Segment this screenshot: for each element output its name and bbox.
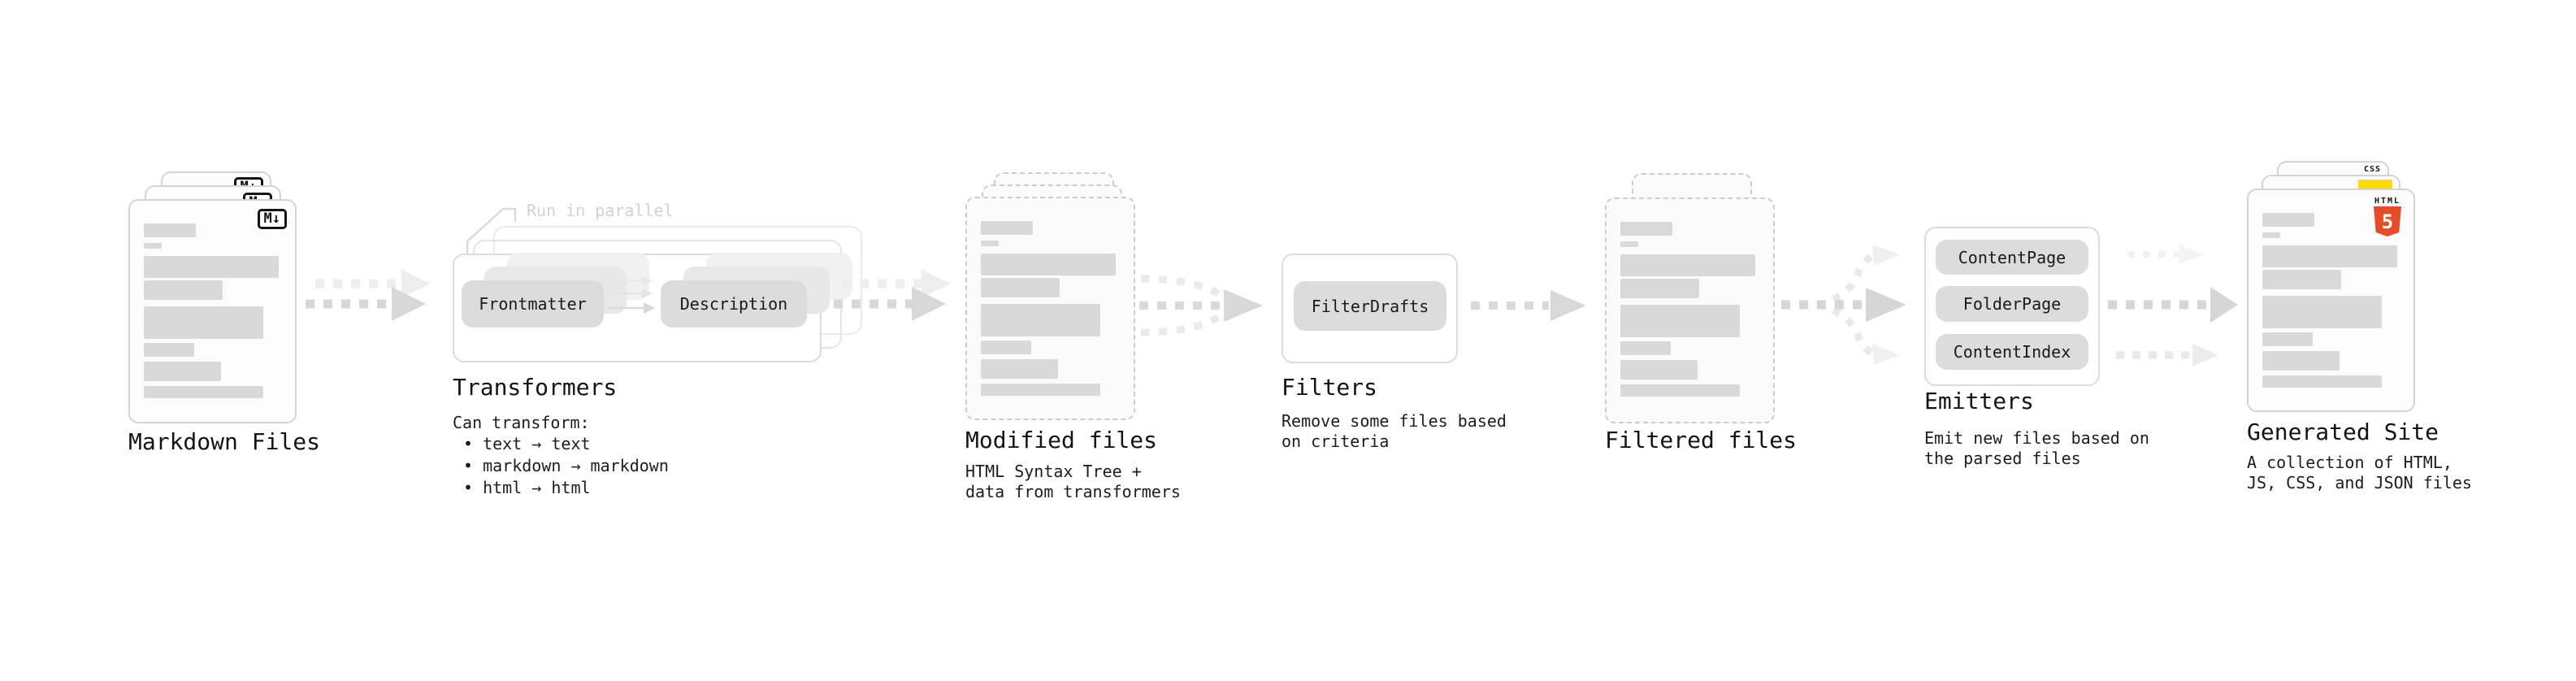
placeholder-line [981,304,1100,336]
placeholder-line [1620,279,1699,298]
placeholder-line [144,280,223,300]
caption-line: Emit new files based on [1924,428,2149,448]
placeholder-line [144,243,162,249]
run-in-parallel-note: Run in parallel [527,201,674,220]
placeholder-line [2262,332,2313,346]
caption-line: JS, CSS, and JSON files [2247,473,2472,492]
flow-arrow-converge-to-filters [1139,275,1263,336]
html5-icon-shield: 5 [2374,206,2401,236]
flow-arrow-markdown-to-transformers [306,270,431,321]
stage-title-modified-files: Modified files [965,427,1158,453]
filters-caption: Remove some files based on criteria [1281,411,1507,452]
placeholder-line [1620,341,1671,355]
modified-files-stack [965,172,1169,424]
emitters-box: ContentPage FolderPage ContentIndex [1924,227,2100,386]
markdown-files-stack: M↓ M↓ M↓ [128,171,332,423]
transformers-caption-intro: Can transform: [453,413,590,432]
generated-site-caption: A collection of HTML, JS, CSS, and JSON … [2247,453,2472,493]
emitters-caption: Emit new files based on the parsed files [1924,428,2149,469]
placeholder-line [2262,375,2382,388]
folderpage-pill: FolderPage [1936,286,2088,322]
placeholder-line [2262,213,2314,227]
bullet-line: • html → html [463,478,591,497]
modified-files-caption: HTML Syntax Tree + data from transformer… [965,462,1181,502]
site-file-card-html: HTML 5 [2247,189,2415,412]
placeholder-line [144,223,196,237]
placeholder-line [2262,351,2340,371]
placeholder-line [1620,222,1672,236]
stage-title-emitters: Emitters [1924,388,2034,414]
caption-line: the parsed files [1924,449,2081,468]
markdown-icon: M↓ [257,209,287,229]
stage-title-transformers: Transformers [453,374,618,401]
modified-file-card-front [965,197,1135,420]
stage-title-filters: Filters [1281,374,1378,401]
markdown-file-card-front: M↓ [128,199,297,423]
placeholder-line [981,340,1031,354]
caption-line: A collection of HTML, [2247,453,2452,472]
placeholder-line [1620,360,1698,380]
bullet-line: • markdown → markdown [463,456,669,475]
placeholder-line [981,241,999,246]
placeholder-line [981,384,1100,396]
placeholder-line [981,359,1058,379]
placeholder-line [144,386,263,398]
placeholder-line [1620,254,1755,276]
description-pill: Description [661,280,807,327]
filtered-file-card-front [1605,197,1775,423]
placeholder-line [981,278,1060,297]
generated-site-stack: CSS HTML 5 [2247,161,2450,413]
frontmatter-pill: Frontmatter [462,280,604,327]
parallel-arrows-icon [609,275,655,314]
placeholder-line [2262,245,2397,267]
transformers-caption-bullets: • text → text • markdown → markdown • ht… [453,433,669,499]
callout-line [466,207,517,254]
placeholder-line [144,343,194,357]
contentpage-pill: ContentPage [1936,240,2088,275]
caption-line: Remove some files based [1281,411,1507,431]
placeholder-line [981,254,1116,275]
placeholder-line [1620,384,1740,397]
flow-arrow-transformers-to-modified [834,270,951,321]
placeholder-line [144,362,221,381]
bullet-line: • text → text [463,434,591,453]
flow-arrows-emitters-to-site [2108,245,2238,367]
placeholder-line [144,256,279,278]
stage-title-generated-site: Generated Site [2247,419,2439,445]
filtered-files-stack [1605,173,1808,425]
placeholder-line [2262,232,2280,238]
html5-icon-number: 5 [2381,210,2394,233]
placeholder-line [2262,296,2382,328]
html5-icon-label: HTML [2374,197,2401,206]
filters-box: FilterDrafts [1281,254,1458,363]
html5-icon: HTML 5 [2371,197,2404,236]
placeholder-line [1620,241,1638,247]
placeholder-line [144,306,263,339]
stage-title-filtered-files: Filtered files [1605,427,1798,453]
contentindex-pill: ContentIndex [1936,334,2088,370]
stage-title-markdown-files: Markdown Files [128,428,321,455]
placeholder-line [2262,270,2341,289]
filterdrafts-pill: FilterDrafts [1294,281,1446,331]
caption-line: data from transformers [965,482,1181,501]
css-icon-label: CSS [2363,165,2381,174]
caption-line: HTML Syntax Tree + [965,462,1142,481]
flow-arrow-diverge-to-emitters [1781,245,1906,365]
placeholder-line [981,221,1033,235]
caption-line: on criteria [1281,432,1390,451]
placeholder-line [1620,305,1740,337]
flow-arrow-filters-to-filtered [1471,290,1586,321]
